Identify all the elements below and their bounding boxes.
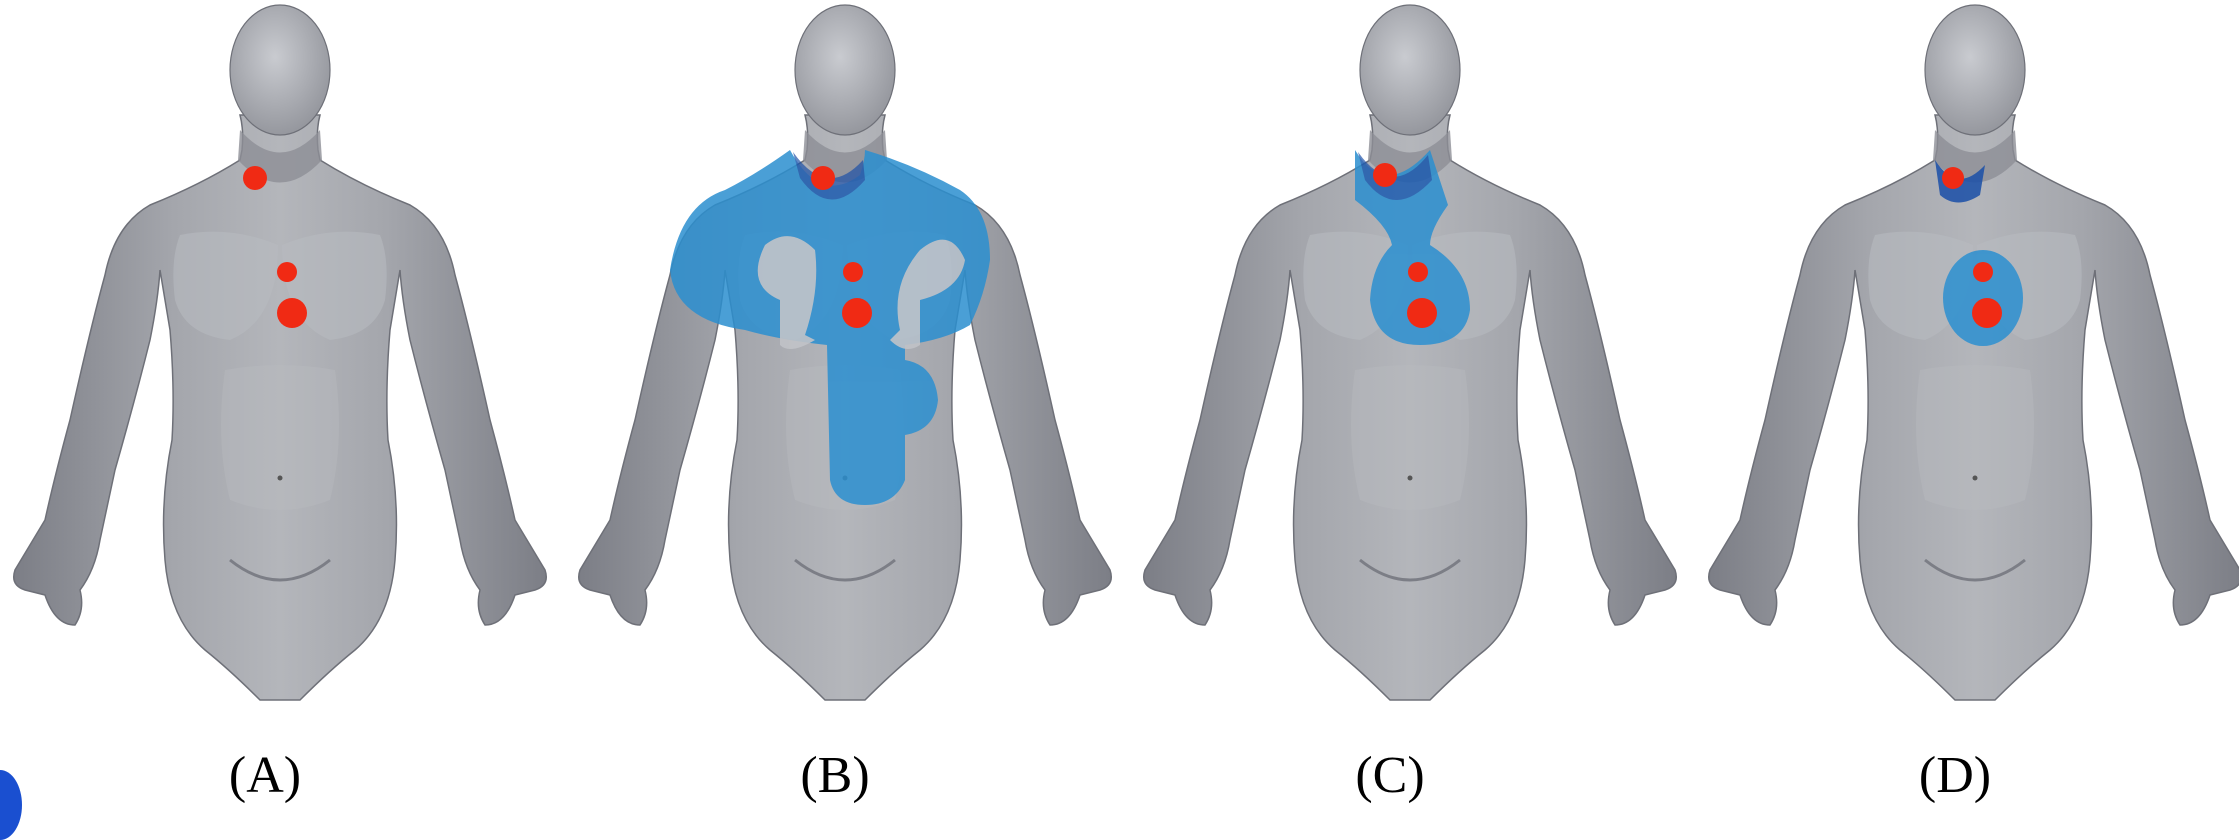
body-figure-b (565, 0, 1125, 740)
panel-label-a: (A) (165, 750, 365, 802)
neck-point (1942, 167, 1964, 189)
panel-c: (C) (1130, 0, 1690, 825)
neck-point (811, 166, 835, 190)
body-figure-c (1130, 0, 1690, 740)
body-figure-a (0, 0, 560, 740)
lower-sternum-point (1407, 298, 1437, 328)
upper-sternum-point (1408, 262, 1428, 282)
panel-label-c: (C) (1290, 750, 1490, 802)
upper-sternum-point (843, 262, 863, 282)
panel-d: (D) (1695, 0, 2239, 825)
upper-sternum-point (277, 262, 297, 282)
body-figure-d (1695, 0, 2239, 740)
lower-sternum-point (1972, 298, 2002, 328)
lower-sternum-point (277, 298, 307, 328)
upper-sternum-point (1973, 262, 1993, 282)
neck-point (243, 166, 267, 190)
neck-point (1373, 163, 1397, 187)
panel-label-d: (D) (1855, 750, 2055, 802)
panel-a: (A) (0, 0, 560, 825)
panel-b: (B) (565, 0, 1125, 825)
lower-sternum-point (842, 298, 872, 328)
panel-label-b: (B) (735, 750, 935, 802)
